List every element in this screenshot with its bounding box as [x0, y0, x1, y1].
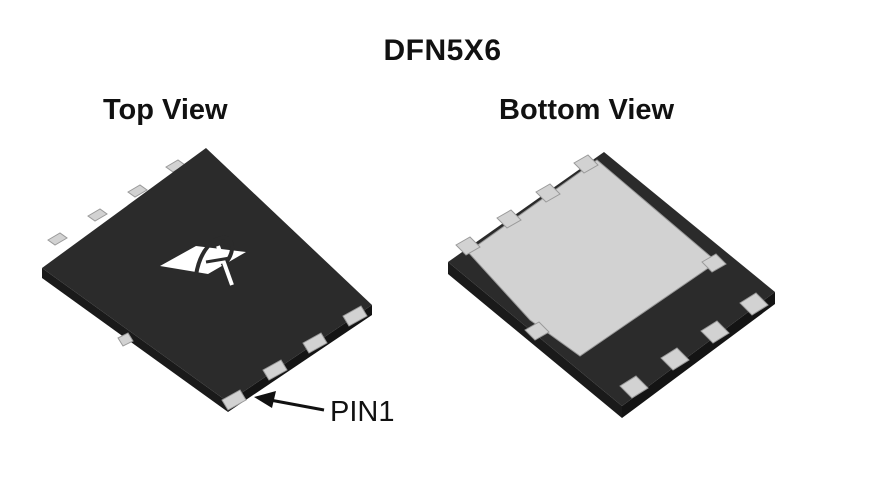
lead: [262, 359, 288, 381]
lead: [127, 184, 148, 198]
exposed-thermal-pad: [467, 159, 718, 357]
bottom-view-label: Bottom View: [499, 94, 675, 126]
manufacturer-logo: [160, 235, 246, 286]
top-view-top-face: [42, 148, 372, 402]
top-view-side-right: [228, 305, 372, 412]
top-view-package: [42, 148, 372, 412]
pad-extension-tabs: [455, 154, 727, 341]
lead: [302, 332, 328, 354]
package-title: DFN5X6: [383, 34, 502, 67]
pin1-label: PIN1: [330, 396, 395, 428]
lead: [117, 332, 134, 347]
lead: [47, 232, 68, 246]
lead: [660, 347, 690, 371]
lead: [619, 375, 649, 399]
lead: [87, 208, 108, 222]
top-view-front-leads: [117, 305, 368, 411]
lead: [342, 305, 368, 327]
lead: [700, 320, 730, 344]
bottom-view-side-right: [622, 292, 775, 418]
pin1-lead: [221, 389, 247, 411]
pin1-arrow: [254, 391, 325, 412]
top-view-label: Top View: [103, 94, 228, 126]
bottom-view-front-leads: [619, 292, 769, 399]
top-view-side-front: [42, 268, 228, 412]
lead: [739, 292, 769, 316]
bottom-view-package: [448, 152, 775, 418]
